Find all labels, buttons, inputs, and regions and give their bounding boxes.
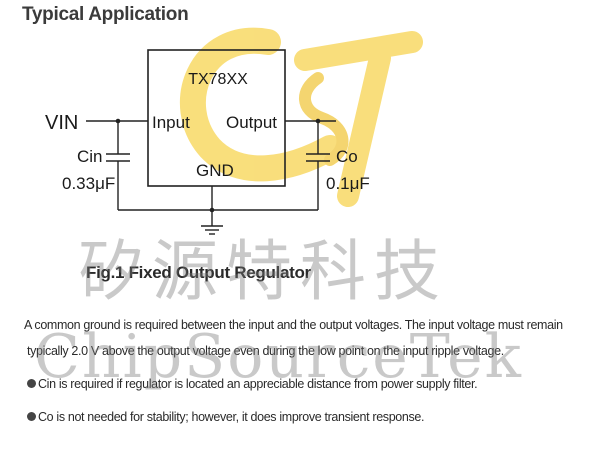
bullet-dot-icon	[27, 412, 36, 421]
input-pin-label: Input	[152, 113, 190, 132]
vin-label: VIN	[45, 112, 78, 134]
ground-symbol	[201, 225, 223, 235]
gnd-pin-label: GND	[196, 161, 234, 180]
regulator-block	[147, 49, 286, 187]
bullet-text-co: Co is not needed for stability; however,…	[38, 410, 425, 424]
figure-caption: Fig.1 Fixed Output Regulator	[86, 263, 311, 282]
section-heading: Typical Application	[22, 4, 189, 25]
cin-name-label: Cin	[77, 147, 103, 166]
bullet-item-co: Co is not needed for stability; however,…	[27, 410, 593, 424]
bullet-dot-icon	[27, 379, 36, 388]
bullet-text-cin: Cin is required if regulator is located …	[38, 377, 478, 391]
paragraph-line-1: A common ground is required between the …	[24, 318, 563, 332]
cin-value-label: 0.33μF	[62, 174, 115, 193]
ground-node	[209, 207, 215, 213]
ic-name-label: TX78XX	[188, 71, 248, 88]
co-name-label: Co	[336, 147, 358, 166]
co-value-label: 0.1μF	[326, 174, 370, 193]
output-pin-label: Output	[226, 113, 277, 132]
bullet-item-cin: Cin is required if regulator is located …	[27, 377, 593, 391]
paragraph-line-2: typically 2.0 V above the output voltage…	[27, 344, 504, 358]
